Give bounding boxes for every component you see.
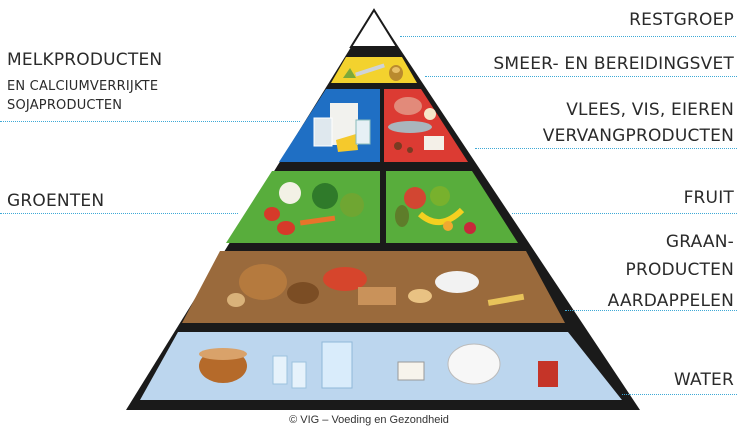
label-water: WATER xyxy=(673,370,734,390)
copyright-credit: © VIG – Voeding en Gezondheid xyxy=(289,414,449,426)
grain-foods xyxy=(227,264,525,307)
label-graan-2: PRODUCTEN xyxy=(625,260,734,280)
leader-line-graan xyxy=(565,310,737,311)
vegetable-foods xyxy=(264,182,364,235)
water-drinks xyxy=(199,341,558,389)
fruit-foods xyxy=(395,186,476,234)
label-graan-1: GRAAN- xyxy=(665,232,734,252)
leader-line-water xyxy=(622,394,737,395)
leader-line-groenten xyxy=(0,213,238,214)
leader-line-smeer xyxy=(425,76,737,77)
label-vlees-2: VERVANGPRODUCTEN xyxy=(542,126,734,146)
label-groenten: GROENTEN xyxy=(7,191,105,211)
label-vlees-1: VLEES, VIS, EIEREN xyxy=(566,100,734,120)
meat-foods xyxy=(388,97,444,153)
leader-line-restgroep xyxy=(400,36,736,37)
leader-line-melk xyxy=(0,121,300,122)
fat-foods xyxy=(343,63,403,81)
label-melk-2: EN CALCIUMVERRIJKTE xyxy=(7,79,159,94)
leader-line-fruit xyxy=(512,213,737,214)
label-restgroep: RESTGROEP xyxy=(629,10,734,30)
label-melk-3: SOJAPRODUCTEN xyxy=(7,98,123,113)
tier-water xyxy=(140,332,622,400)
label-smeer: SMEER- EN BEREIDINGSVET xyxy=(493,54,734,74)
label-aardappelen: AARDAPPELEN xyxy=(607,291,734,311)
dairy-foods xyxy=(313,103,371,152)
restgroep-triangle xyxy=(349,8,399,48)
label-fruit: FRUIT xyxy=(683,188,734,208)
leader-line-vlees xyxy=(475,148,737,149)
label-melk-1: MELKPRODUCTEN xyxy=(7,50,163,70)
tier-vegetables xyxy=(226,171,380,243)
